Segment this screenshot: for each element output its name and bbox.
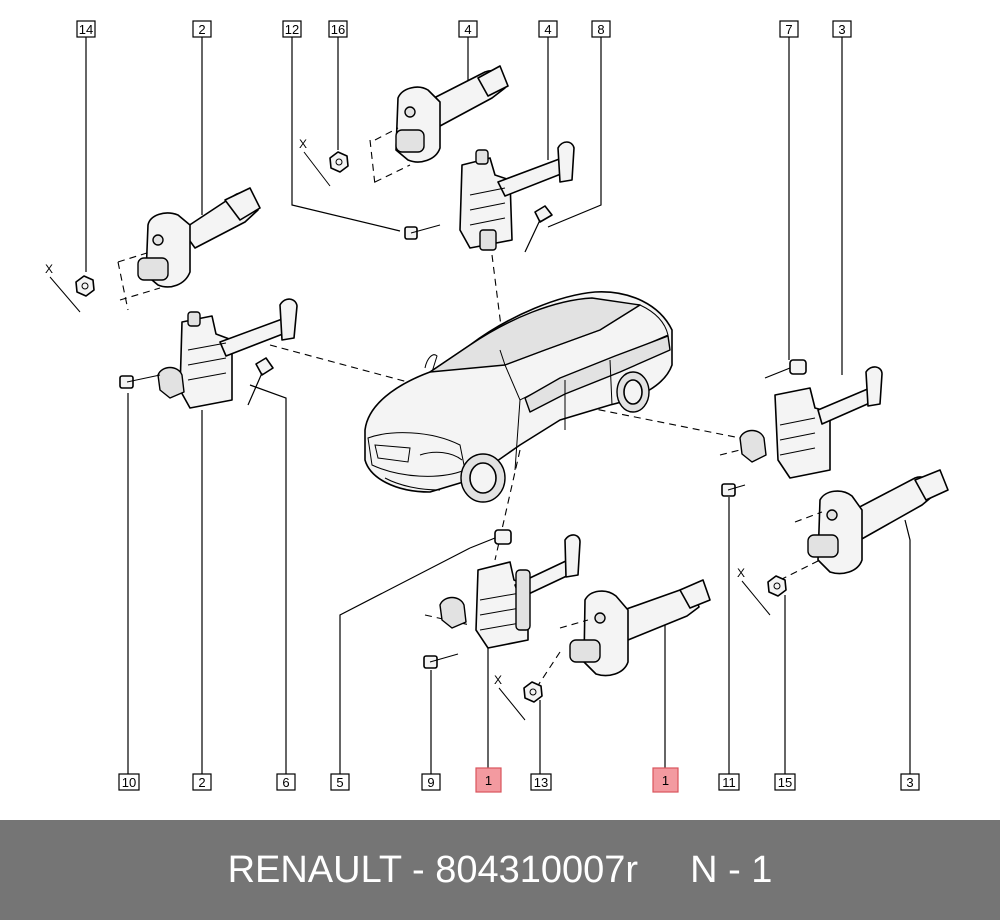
svg-text:9: 9 [427, 775, 434, 790]
callout-1-highlighted-a: 1 [475, 767, 502, 793]
callout-1-highlighted-b: 1 [652, 767, 679, 793]
nut-16 [329, 151, 349, 173]
svg-text:11: 11 [722, 775, 736, 790]
bolt-6 [247, 357, 274, 406]
nut-14 [75, 275, 95, 297]
bolt-12 [404, 224, 441, 240]
x-marks: X X X X [45, 137, 771, 721]
svg-text:12: 12 [285, 22, 299, 37]
callout-2-bottom: 2 [192, 773, 212, 791]
nut-13 [523, 681, 543, 703]
door-hinge-bottom-center [439, 534, 581, 649]
x-mark-d: X [737, 566, 745, 580]
svg-text:16: 16 [331, 22, 345, 37]
car-illustration [364, 291, 673, 503]
x-mark-b: X [299, 137, 307, 151]
callout-3-top: 3 [832, 20, 852, 38]
door-hinge-middle-left [157, 298, 298, 409]
callout-11: 11 [718, 773, 740, 791]
footer-bar: RENAULT - 804310007r N - 1 [0, 820, 1000, 920]
callouts: 14 2 12 16 4 4 8 7 3 10 2 6 5 9 1 13 1 1… [76, 20, 920, 793]
fasteners [75, 151, 807, 703]
bolt-9 [423, 653, 459, 669]
bolt-8 [524, 205, 553, 253]
bolt-10 [119, 374, 161, 389]
callout-14: 14 [76, 20, 96, 38]
callout-15: 15 [774, 773, 796, 791]
svg-text:3: 3 [838, 22, 845, 37]
door-check-strap-right [794, 469, 949, 575]
svg-text:13: 13 [534, 775, 548, 790]
svg-text:2: 2 [198, 22, 205, 37]
callout-4-b: 4 [538, 20, 558, 38]
leader-lines [85, 37, 911, 774]
svg-text:1: 1 [662, 773, 669, 788]
callout-7: 7 [779, 20, 799, 38]
bolt-11 [721, 483, 746, 497]
callout-6: 6 [276, 773, 296, 791]
svg-text:7: 7 [785, 22, 792, 37]
footer-part-number: RENAULT - 804310007r [227, 848, 639, 891]
callout-3-bottom: 3 [900, 773, 920, 791]
door-check-strap-top-left [117, 187, 261, 301]
svg-text:6: 6 [282, 775, 289, 790]
callout-8: 8 [591, 20, 611, 38]
svg-text:10: 10 [122, 775, 136, 790]
svg-text:2: 2 [198, 775, 205, 790]
svg-text:5: 5 [336, 775, 343, 790]
svg-text:4: 4 [544, 22, 551, 37]
callout-5: 5 [330, 773, 350, 791]
parts-diagram: X X X X 14 2 12 16 4 4 8 7 3 10 2 6 5 9 … [45, 20, 949, 793]
svg-text:14: 14 [79, 22, 93, 37]
nut-15 [767, 575, 787, 597]
svg-text:15: 15 [778, 775, 792, 790]
door-check-strap-bottom-center [559, 579, 711, 677]
bolt-7 [764, 359, 807, 379]
callout-9: 9 [421, 773, 441, 791]
door-hinge-top-center [459, 141, 575, 251]
callout-10: 10 [118, 773, 140, 791]
callout-4-a: 4 [458, 20, 478, 38]
callout-2-top: 2 [192, 20, 212, 38]
svg-text:8: 8 [597, 22, 604, 37]
svg-text:3: 3 [906, 775, 913, 790]
door-check-strap-top-center [374, 65, 509, 183]
x-mark-c: X [494, 673, 502, 687]
footer-reference: N - 1 [690, 848, 773, 891]
callout-16: 16 [328, 20, 348, 38]
callout-12: 12 [282, 20, 302, 38]
svg-text:4: 4 [464, 22, 471, 37]
svg-text:1: 1 [485, 773, 492, 788]
callout-13: 13 [530, 773, 552, 791]
bolt-5 [469, 529, 512, 549]
x-mark-a: X [45, 262, 53, 276]
door-hinge-right [739, 366, 883, 479]
